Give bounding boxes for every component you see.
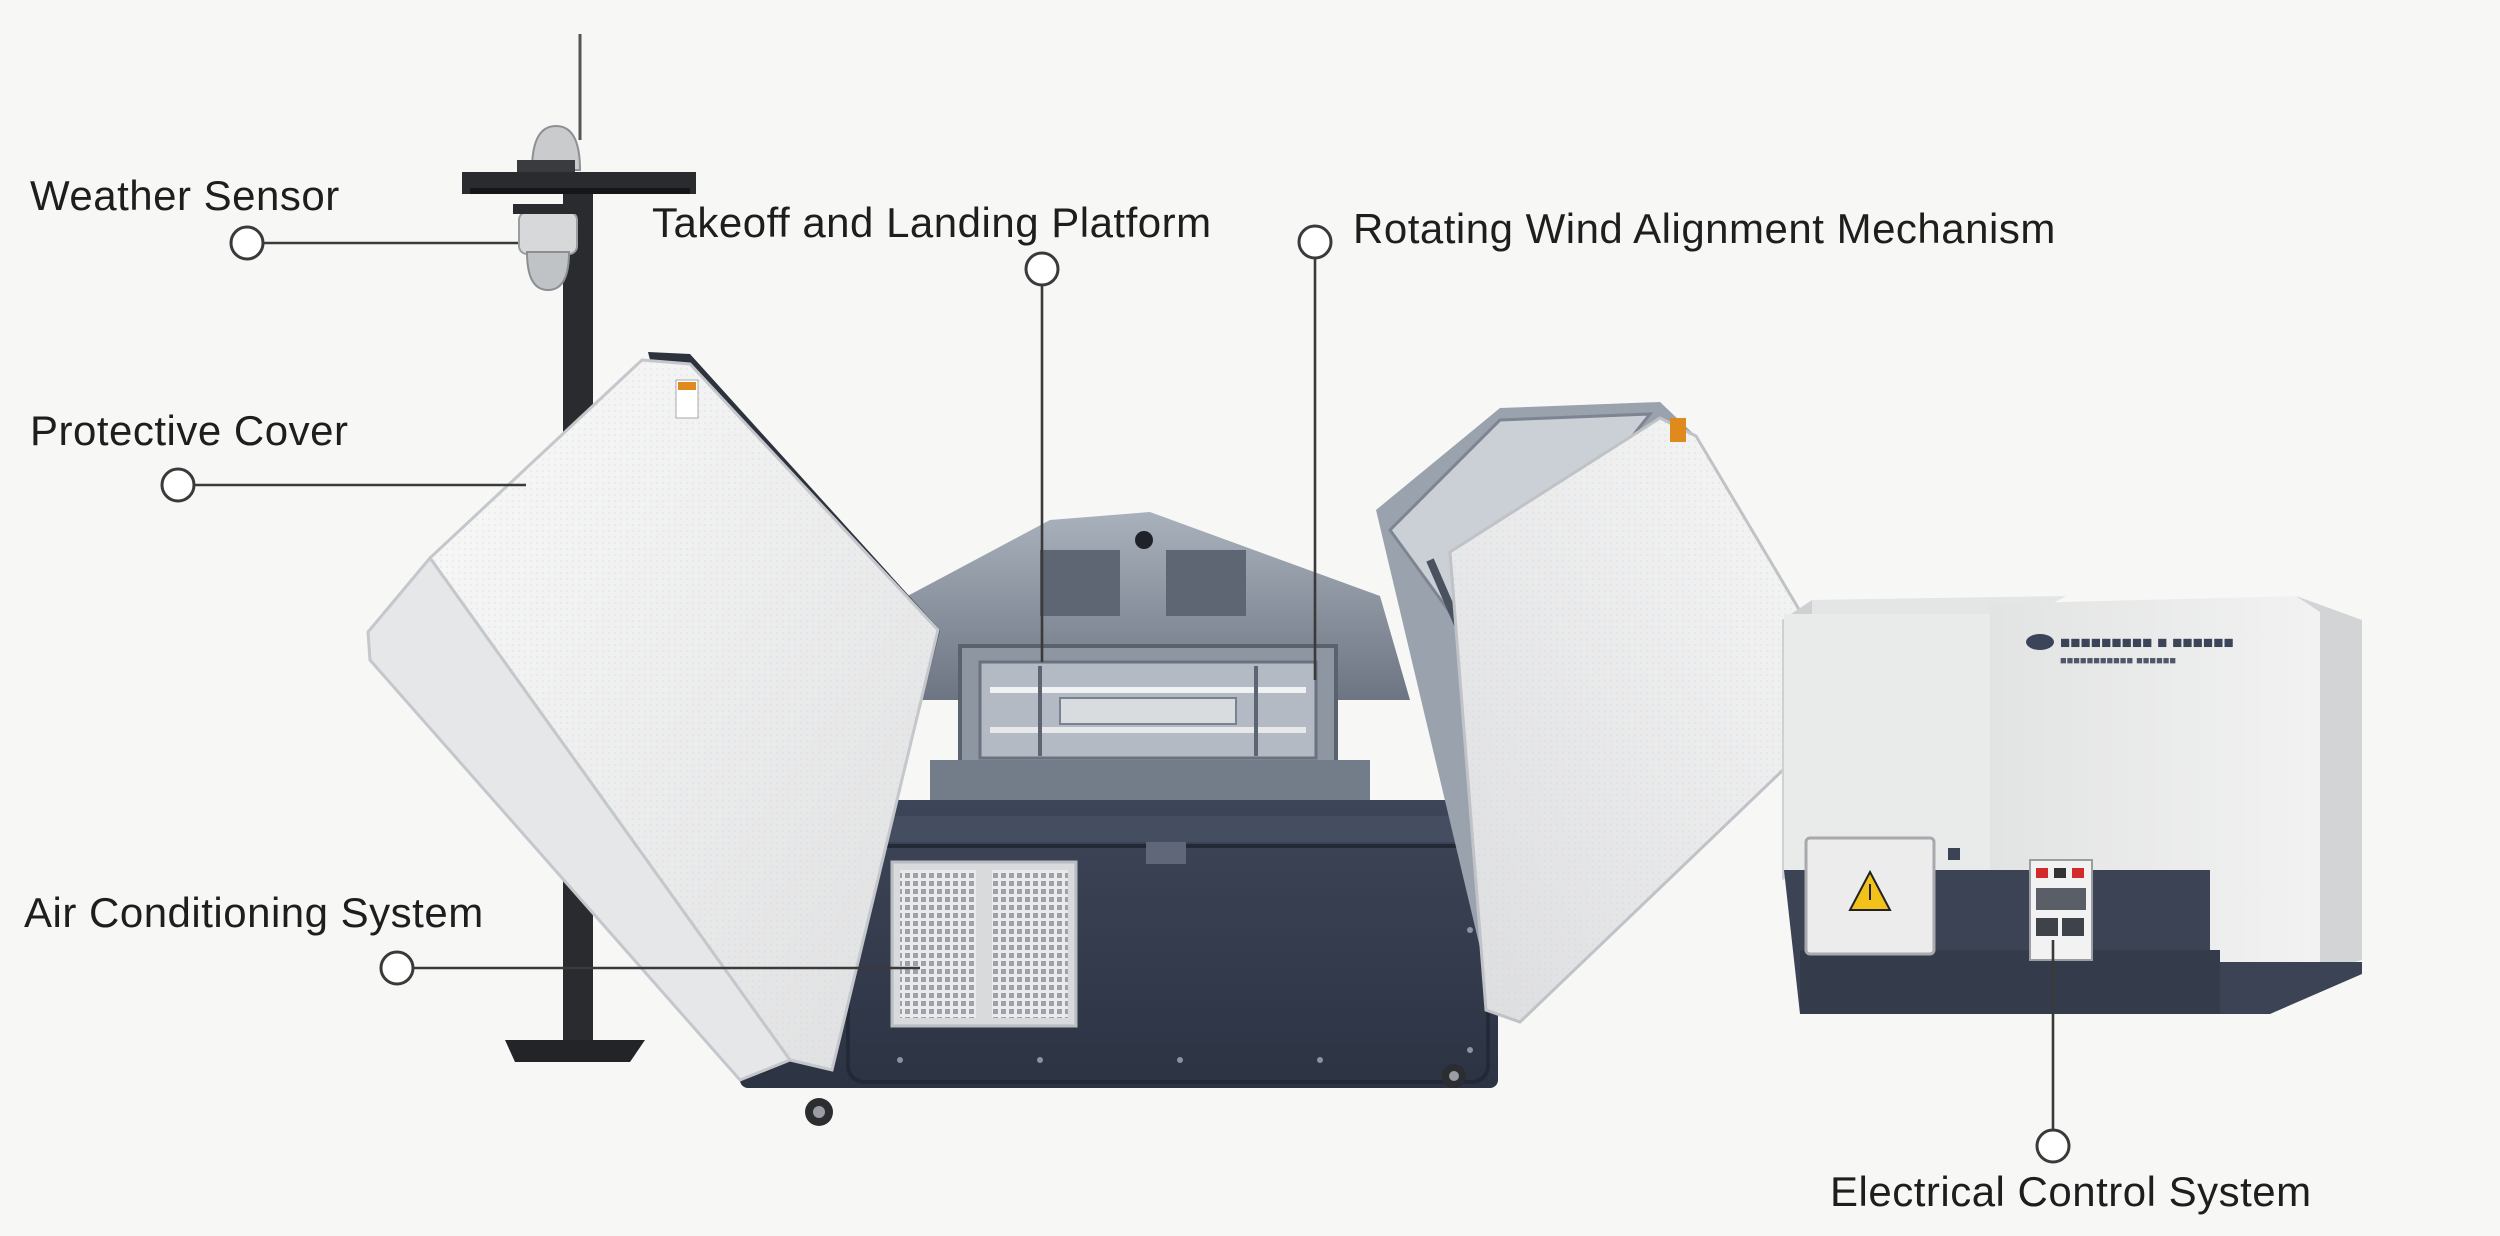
electrical-control-cabinet: ■■■■■■■■■ ■ ■■■■■■ ■■■■■■■■■■■ ■■■■■■: [1782, 596, 2362, 1014]
camera-housing: [518, 211, 578, 255]
label-air-conditioning-system: Air Conditioning System: [24, 889, 484, 936]
marker-takeoff-landing-platform: [1024, 251, 1060, 287]
marker-air-conditioning-system: [379, 950, 415, 986]
protective-cover-left: [366, 352, 940, 1082]
marker-protective-cover: [160, 467, 196, 503]
control-panel: [2029, 859, 2093, 961]
camera-dome: [525, 251, 571, 292]
sensor-dome: [530, 124, 582, 171]
cabinet-front-left: [1784, 614, 1990, 870]
air-conditioning-vent: [890, 860, 1078, 1028]
marker-weather-sensor: [229, 225, 265, 261]
label-takeoff-landing-platform: Takeoff and Landing Platform: [652, 199, 1212, 246]
label-weather-sensor: Weather Sensor: [30, 172, 340, 219]
label-electrical-control-system: Electrical Control System: [1830, 1168, 2312, 1215]
brand-subtitle: ■■■■■■■■■■■ ■■■■■■: [2060, 655, 2176, 667]
mast-base: [505, 1040, 645, 1062]
marker-electrical-control-system: [2035, 1128, 2071, 1164]
brand-name: ■■■■■■■■■ ■ ■■■■■■: [2060, 633, 2234, 652]
warning-sticker: [1670, 418, 1686, 442]
protective-cover-right: [1376, 402, 1856, 1024]
brand-logo-icon: [2026, 634, 2054, 650]
callout-leaders: [160, 224, 2071, 1164]
label-protective-cover: Protective Cover: [30, 407, 348, 454]
hangar-body: [740, 512, 1500, 1126]
platform-frame: [930, 644, 1370, 800]
marker-rotating-wind-alignment: [1297, 224, 1333, 260]
label-rotating-wind-alignment: Rotating Wind Alignment Mechanism: [1353, 205, 2056, 252]
weather-sensor-mast: [462, 34, 696, 1062]
callout-labels: Weather Sensor Takeoff and Landing Platf…: [24, 172, 2312, 1215]
